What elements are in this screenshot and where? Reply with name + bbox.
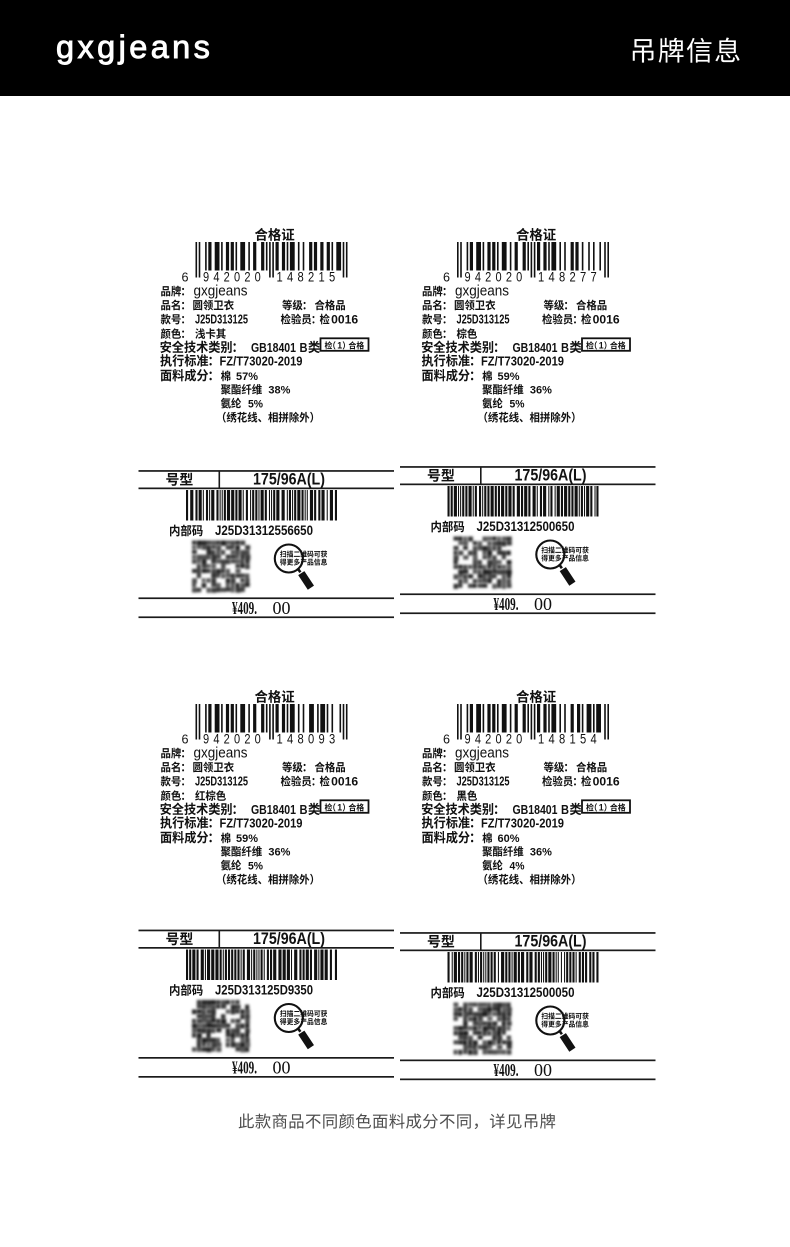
svg-text:38%: 38%: [268, 385, 290, 397]
svg-text:6: 6: [182, 732, 189, 747]
svg-text:J25D31312556650: J25D31312556650: [215, 522, 313, 538]
svg-text:00: 00: [273, 598, 291, 618]
svg-text:¥409.: ¥409.: [494, 594, 519, 614]
svg-text:¥409.: ¥409.: [232, 1057, 257, 1077]
svg-text:J25D313125: J25D313125: [457, 774, 510, 788]
svg-text:J25D313125: J25D313125: [195, 312, 248, 326]
svg-text:5%: 5%: [248, 860, 263, 872]
svg-text:FZ/T73020-2019: FZ/T73020-2019: [220, 353, 303, 368]
svg-text:36%: 36%: [530, 385, 552, 397]
svg-text:60%: 60%: [498, 833, 520, 845]
svg-text:¥409.: ¥409.: [494, 1060, 519, 1080]
svg-text:gxgjeans: gxgjeans: [56, 29, 213, 65]
svg-text:36%: 36%: [268, 847, 290, 859]
svg-text:J25D31312500650: J25D31312500650: [477, 518, 575, 534]
svg-text:GB18401: GB18401: [251, 340, 296, 355]
svg-text:0016: 0016: [331, 313, 359, 326]
svg-text:0016: 0016: [331, 775, 359, 788]
svg-text:J25D313125: J25D313125: [195, 774, 248, 788]
svg-text:942020: 942020: [465, 270, 527, 285]
svg-text:6: 6: [443, 732, 450, 747]
svg-text:B: B: [561, 340, 569, 355]
svg-text:942020: 942020: [465, 732, 527, 747]
svg-text:36%: 36%: [530, 847, 552, 859]
svg-text:gxgjeans: gxgjeans: [455, 282, 509, 299]
svg-text:5%: 5%: [510, 398, 525, 410]
svg-text:148154: 148154: [538, 732, 601, 747]
svg-text:1: 1: [599, 341, 604, 351]
svg-text:57%: 57%: [236, 371, 258, 383]
svg-text:FZ/T73020-2019: FZ/T73020-2019: [220, 815, 303, 830]
svg-text:gxgjeans: gxgjeans: [194, 282, 248, 299]
svg-text:942020: 942020: [203, 732, 265, 747]
svg-text:1: 1: [337, 341, 342, 351]
svg-text:J25D313125D9350: J25D313125D9350: [215, 982, 313, 998]
svg-text:0016: 0016: [593, 313, 621, 326]
svg-text:00: 00: [534, 594, 552, 614]
svg-text:J25D313125: J25D313125: [457, 312, 510, 326]
svg-text:J25D31312500050: J25D31312500050: [477, 984, 575, 1000]
svg-text:1: 1: [599, 803, 604, 813]
svg-text:gxgjeans: gxgjeans: [455, 744, 509, 761]
svg-text:175/96A(L): 175/96A(L): [515, 465, 587, 484]
svg-text:175/96A(L): 175/96A(L): [515, 931, 587, 950]
svg-text:B: B: [300, 340, 308, 355]
svg-text:¥409.: ¥409.: [232, 598, 257, 618]
svg-text:175/96A(L): 175/96A(L): [253, 469, 325, 488]
svg-text:gxgjeans: gxgjeans: [194, 744, 248, 761]
svg-text:5%: 5%: [248, 398, 263, 410]
svg-text:B: B: [300, 802, 308, 817]
svg-text:GB18401: GB18401: [513, 802, 558, 817]
svg-text:148277: 148277: [538, 270, 601, 285]
svg-text:6: 6: [443, 270, 450, 285]
svg-text:148093: 148093: [277, 732, 340, 747]
svg-text:GB18401: GB18401: [251, 802, 296, 817]
svg-text:6: 6: [182, 270, 189, 285]
svg-text:FZ/T73020-2019: FZ/T73020-2019: [481, 815, 564, 830]
svg-text:175/96A(L): 175/96A(L): [253, 929, 325, 948]
svg-text:00: 00: [534, 1060, 552, 1080]
svg-text:148215: 148215: [277, 270, 340, 285]
svg-text:4%: 4%: [510, 860, 525, 872]
svg-text:GB18401: GB18401: [513, 340, 558, 355]
svg-text:942020: 942020: [203, 270, 265, 285]
svg-text:00: 00: [273, 1057, 291, 1077]
svg-text:0016: 0016: [593, 775, 621, 788]
svg-text:59%: 59%: [498, 371, 520, 383]
svg-text:1: 1: [337, 803, 342, 813]
svg-text:FZ/T73020-2019: FZ/T73020-2019: [481, 353, 564, 368]
svg-text:B: B: [561, 802, 569, 817]
svg-text:59%: 59%: [236, 833, 258, 845]
